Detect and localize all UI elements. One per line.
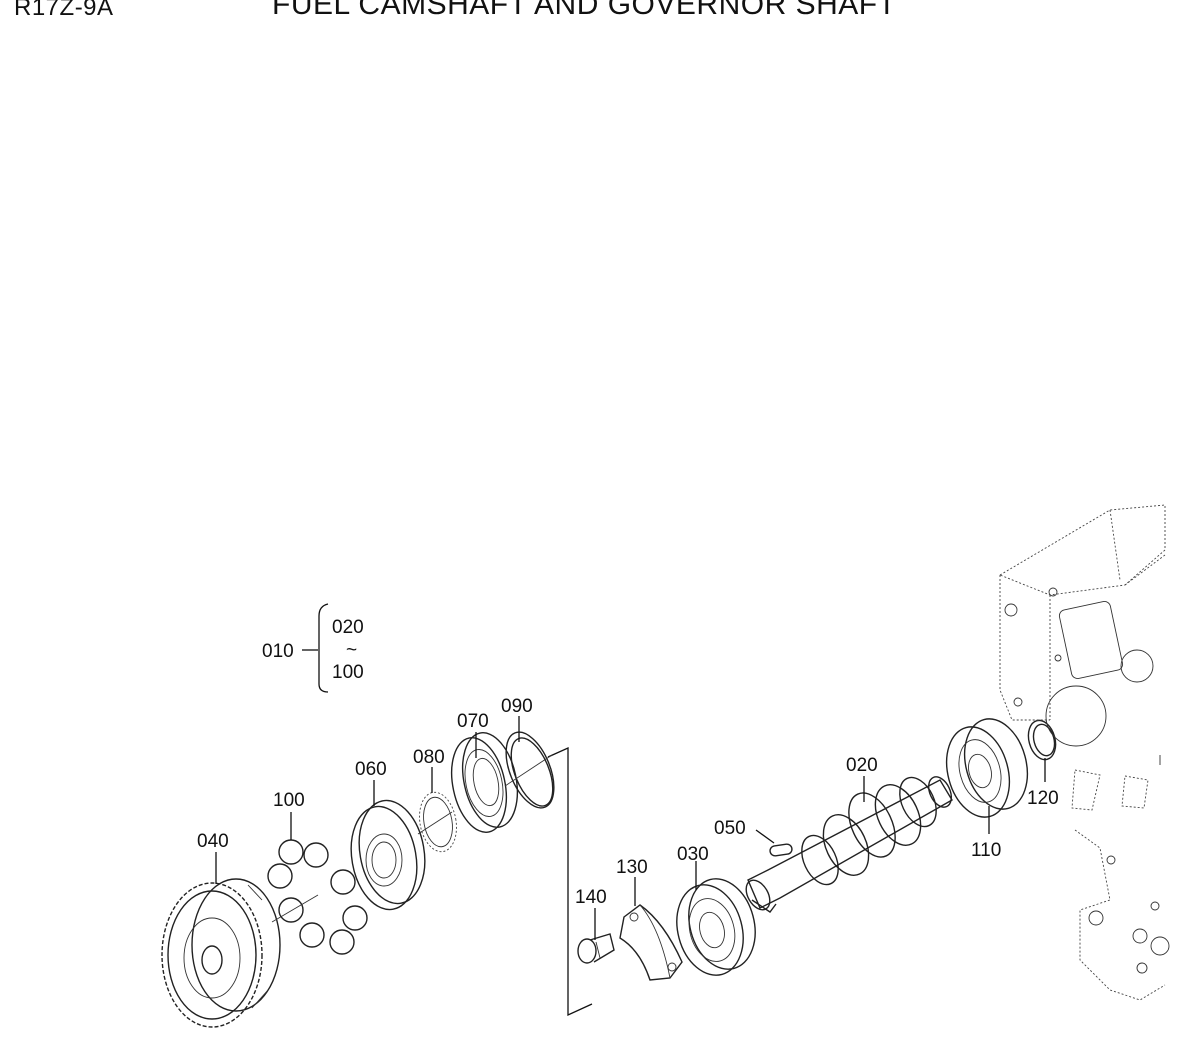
callout-140: 140 [575, 887, 607, 908]
callout-070: 070 [457, 711, 489, 732]
diagram-title: FUEL CAMSHAFT AND GOVERNOR SHAFT [272, 0, 897, 21]
governor-plate-060 [350, 780, 426, 911]
callout-030: 030 [677, 844, 709, 865]
model-code: R17Z-9A [14, 0, 114, 21]
balls-100 [267, 812, 368, 955]
engine-housing [998, 504, 1170, 1001]
o-ring-090 [504, 716, 555, 809]
bearing-110 [945, 718, 1029, 834]
camshaft-020 [745, 776, 953, 913]
callout-130: 130 [616, 857, 648, 878]
o-ring-120 [1027, 719, 1057, 782]
callout-090: 090 [501, 696, 533, 717]
callout-100: 100 [273, 790, 305, 811]
bearing-030 [676, 861, 756, 976]
callout-040: 040 [197, 831, 229, 852]
callout-020: 020 [846, 755, 878, 776]
callout-120: 120 [1027, 788, 1059, 809]
callout-060: 060 [355, 759, 387, 780]
bolt-140 [577, 908, 615, 964]
stopper-130 [619, 877, 683, 981]
assembly-bracket: 010 020 ~ 100 [262, 603, 364, 693]
callout-080: 080 [413, 747, 445, 768]
assembly-range-start-label: 020 [332, 617, 364, 638]
callout-110: 110 [971, 840, 1001, 861]
snap-ring-080 [417, 767, 457, 853]
assembly-range-end-label: 100 [332, 662, 364, 683]
key-050 [755, 829, 793, 857]
gear-040 [161, 852, 281, 1028]
group-frame-line [547, 746, 593, 1017]
assembly-parent-label: 010 [262, 641, 294, 662]
assembly-range-separator: ~ [346, 640, 357, 661]
callout-050: 050 [714, 818, 746, 839]
